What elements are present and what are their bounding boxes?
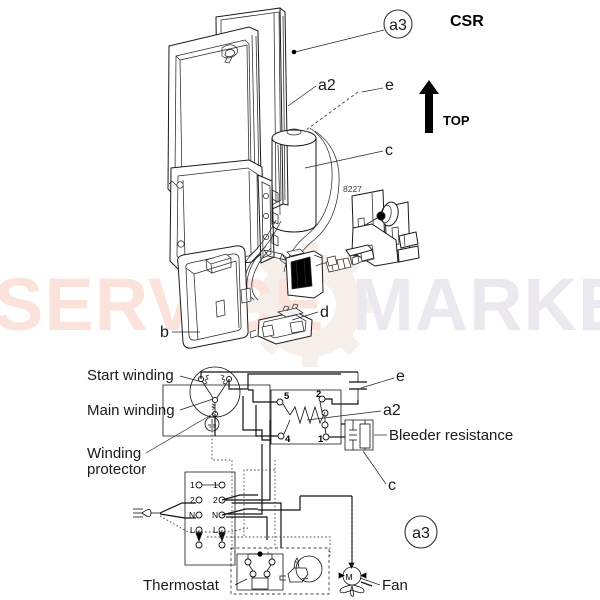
terminal-row-1-col1: 1: [190, 480, 195, 490]
exploded-callout-a2[interactable]: a2: [287, 77, 336, 107]
wire-clip: [326, 255, 338, 267]
label-main-winding: Main winding: [87, 398, 214, 419]
relay-terminal-2: 2: [316, 389, 321, 400]
relay-terminal-5: 5: [284, 391, 290, 402]
fan-label: Fan: [382, 577, 408, 594]
bracket-assembly-8227: [345, 189, 420, 267]
terminal-row-L-col2: L: [213, 525, 218, 535]
wiring-callout-a3[interactable]: a3: [404, 515, 438, 549]
wiring-paths: [200, 371, 373, 587]
thermostat-enclosure: [230, 547, 330, 595]
lower-module-block: [168, 159, 289, 270]
exploded-callout-a3[interactable]: a3: [291, 9, 413, 55]
terminal-row-1-col2: 1: [213, 480, 218, 490]
callout-a2-label: a2: [318, 77, 336, 94]
thermostat-sensor: [279, 555, 323, 583]
relay-terminal-4: 4: [285, 434, 291, 445]
exploded-callout-e[interactable]: e: [305, 77, 394, 131]
exploded-callout-c[interactable]: c: [304, 142, 393, 169]
callout-a3-label: a3: [389, 17, 407, 34]
label-bleeder-resistance: Bleeder resistance: [374, 427, 513, 444]
orientation-label: TOP: [443, 113, 470, 128]
terminal-block: [184, 471, 236, 566]
relay-box: [270, 389, 342, 445]
thermostat-label: Thermostat: [143, 577, 220, 594]
part-number-8227: 8227: [343, 184, 362, 194]
watermark-text-market: MARKET: [352, 263, 600, 346]
bleeder-resistance-symbol: [344, 419, 374, 451]
compressor-body-b: [177, 245, 252, 349]
wiring-schematic: [133, 366, 374, 597]
exploded-assembly-drawing: [167, 7, 420, 349]
terminal-row-L-col1: L: [190, 525, 195, 535]
terminal-row-N-col1: N: [189, 510, 195, 520]
terminal-row-2-col2: 2: [213, 495, 218, 505]
callout-c-label: c: [385, 142, 393, 159]
wiring-callout-c-label: c: [388, 477, 396, 494]
terminal-row-N-col2: N: [212, 510, 218, 520]
wiring-callout-a2-label: a2: [383, 402, 401, 419]
wiring-callout-e[interactable]: e: [360, 368, 405, 389]
title-csr: CSR: [450, 13, 484, 30]
wiring-callout-c[interactable]: c: [362, 450, 396, 494]
start-relay-block: [285, 248, 324, 299]
callout-d-label: d: [320, 304, 329, 321]
winding-protector-label-line1: Winding: [87, 445, 141, 462]
winding-protector-label-line2: protector: [87, 461, 146, 478]
exploded-callout-b[interactable]: b: [160, 324, 200, 341]
main-winding-label: Main winding: [87, 402, 175, 419]
callout-e-label: e: [385, 77, 394, 94]
exploded-callout-d[interactable]: d: [291, 304, 329, 321]
roller-wheel: [362, 201, 399, 231]
label-thermostat: Thermostat: [143, 577, 248, 594]
fan-motor-letter: M: [345, 572, 352, 582]
terminal-row-2-col1: 2: [190, 495, 195, 505]
capacitor-c: [271, 128, 317, 233]
start-winding-label: Start winding: [87, 367, 174, 384]
wiring-callout-a3-label: a3: [412, 525, 430, 542]
orientation-arrow-top: TOP: [419, 80, 470, 133]
label-start-winding: Start winding: [87, 367, 203, 384]
mains-plug-symbol: [133, 508, 160, 518]
capacitor-symbol-e: [349, 372, 367, 400]
label-fan: Fan: [359, 577, 408, 594]
overload-protector-d: [249, 303, 313, 345]
bleeder-resistance-label: Bleeder resistance: [389, 427, 513, 444]
wiring-callout-a2[interactable]: a2: [306, 402, 401, 421]
callout-b-label: b: [160, 324, 169, 341]
relay-terminal-1: 1: [318, 434, 324, 445]
control-box-body: [167, 26, 262, 197]
label-winding-protector: Winding protector: [87, 411, 217, 478]
wiring-callout-e-label: e: [396, 368, 405, 385]
